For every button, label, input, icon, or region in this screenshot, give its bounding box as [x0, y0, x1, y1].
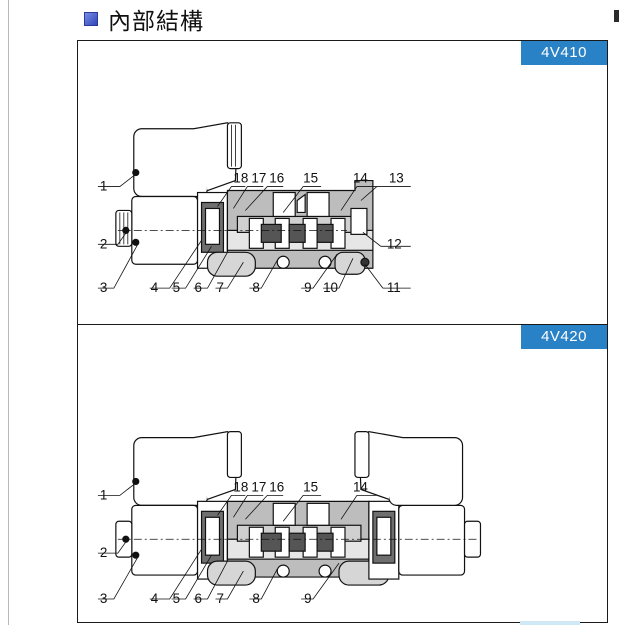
part-label: 18: [233, 171, 248, 186]
section-heading: 內部結構: [84, 4, 204, 34]
part-label: 10: [323, 280, 338, 295]
model-tag-4v420: 4V420: [521, 325, 607, 349]
part-label: 11: [387, 280, 401, 295]
part-labels-4v410: 1 2 3 4 5 6 7 8 9 10 11 12 13 14 15 16 1…: [100, 171, 404, 296]
part-label: 2: [100, 545, 107, 560]
valve-drawing-4v420: [97, 430, 482, 600]
part-label: 16: [269, 171, 284, 186]
part-label: 7: [216, 591, 223, 606]
part-label: 4: [151, 591, 159, 606]
part-label: 12: [387, 236, 402, 251]
right-edge-mark: [614, 10, 619, 22]
left-border-rule: [8, 0, 9, 625]
part-label: 18: [233, 479, 248, 494]
part-label: 1: [100, 487, 107, 502]
part-label: 5: [173, 280, 180, 295]
panel-divider: [78, 324, 607, 325]
part-label: 9: [304, 591, 311, 606]
part-label: 2: [100, 236, 107, 251]
part-label: 8: [252, 591, 259, 606]
bottom-edge-mark: [520, 621, 580, 625]
part-label: 14: [353, 171, 368, 186]
diagram-frame: 4V410 4V420: [77, 40, 608, 623]
part-label: 3: [100, 591, 107, 606]
part-label: 4: [151, 280, 159, 295]
part-label: 5: [173, 591, 180, 606]
heading-text: 內部結構: [108, 8, 204, 34]
part-label: 17: [251, 171, 266, 186]
part-label: 6: [195, 591, 202, 606]
model-tag-4v410: 4V410: [521, 41, 607, 65]
part-label: 6: [195, 280, 202, 295]
part-label: 8: [252, 280, 259, 295]
part-label: 1: [100, 179, 107, 194]
part-label: 9: [304, 280, 311, 295]
square-bullet-icon: [84, 12, 98, 26]
valve-drawing-4v410: [97, 122, 411, 289]
part-label: 13: [389, 171, 404, 186]
part-label: 15: [303, 171, 318, 186]
part-label: 14: [353, 479, 368, 494]
part-label: 15: [303, 479, 318, 494]
part-label: 16: [269, 479, 284, 494]
part-label: 17: [251, 479, 266, 494]
part-label: 3: [100, 280, 107, 295]
part-label: 7: [216, 280, 223, 295]
valve-cross-section-drawings: 1 2 3 4 5 6 7 8 9 10 11 12 13 14 15 16 1…: [97, 122, 482, 606]
part-labels-4v420: 1 2 3 4 5 6 7 8 9 14 15 16 17 18: [100, 479, 369, 606]
